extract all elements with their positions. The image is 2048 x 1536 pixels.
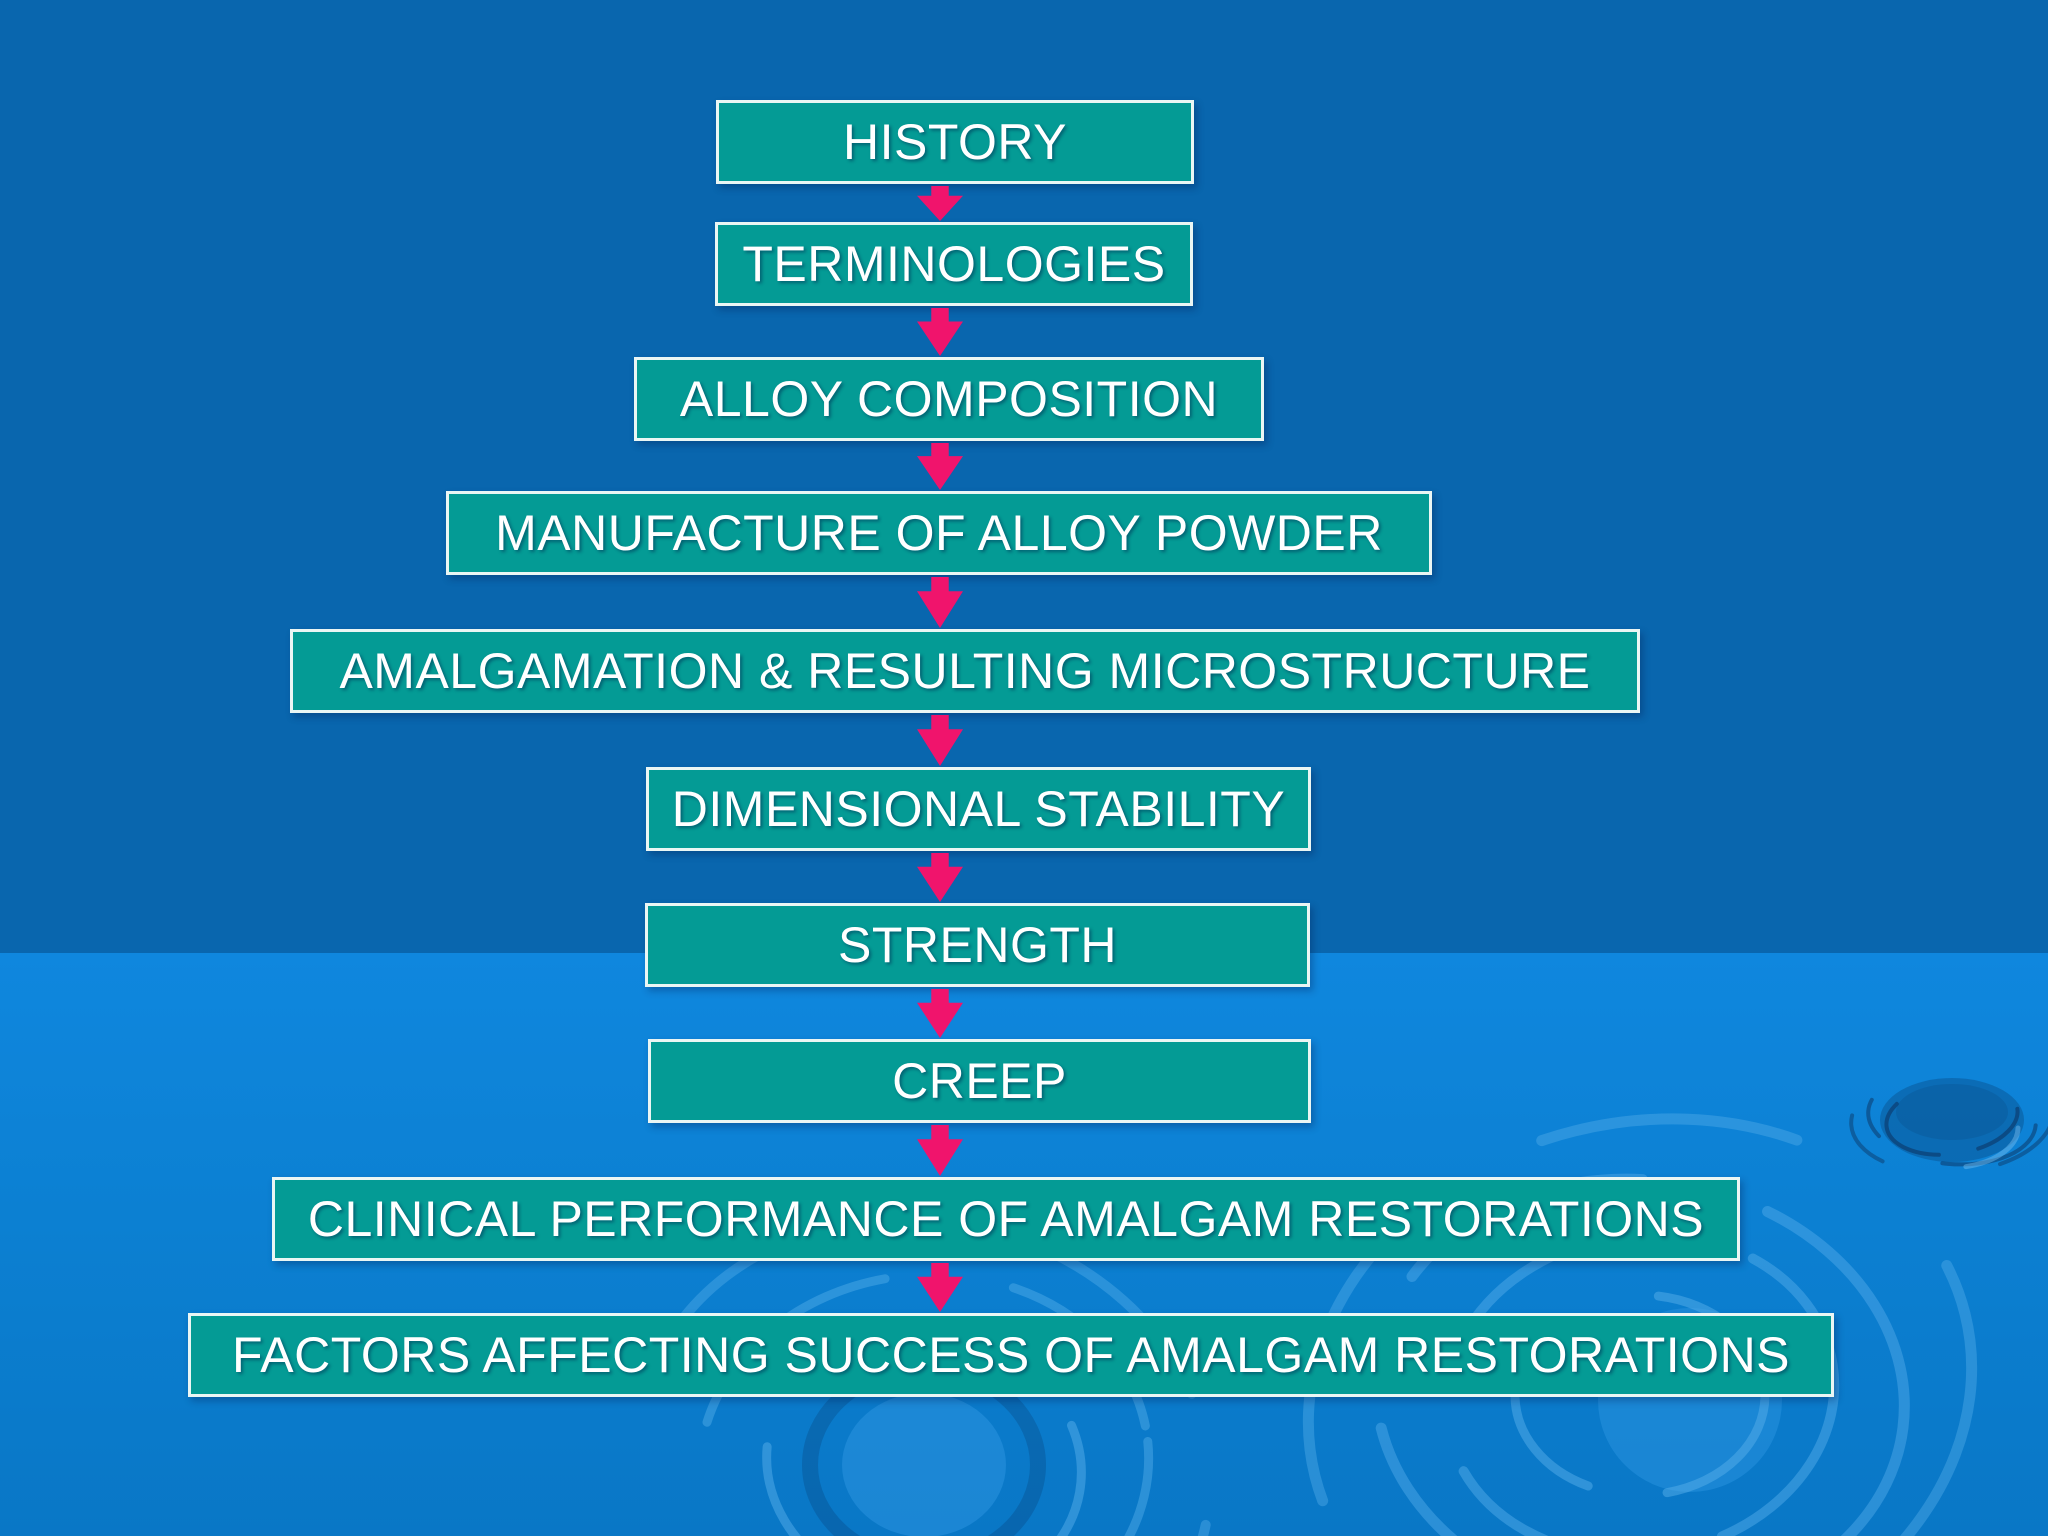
down-arrow-icon xyxy=(917,186,963,221)
flow-step-label: MANUFACTURE OF ALLOY POWDER xyxy=(495,505,1383,561)
flow-step-label: AMALGAMATION & RESULTING MICROSTRUCTURE xyxy=(339,643,1591,699)
flow-step-creep: CREEP xyxy=(648,1039,1311,1123)
flow-step-history: HISTORY xyxy=(716,100,1194,184)
flow-step-manufacture-of-alloy-powder: MANUFACTURE OF ALLOY POWDER xyxy=(446,491,1432,575)
flow-step-label: STRENGTH xyxy=(838,917,1117,973)
flow-step-label: HISTORY xyxy=(843,114,1067,170)
flow-step-strength: STRENGTH xyxy=(645,903,1310,987)
flow-step-dimensional-stability: DIMENSIONAL STABILITY xyxy=(646,767,1311,851)
flow-step-amalgamation-microstructure: AMALGAMATION & RESULTING MICROSTRUCTURE xyxy=(290,629,1640,713)
down-arrow-icon xyxy=(917,715,963,766)
flow-step-factors-affecting-success: FACTORS AFFECTING SUCCESS OF AMALGAM RES… xyxy=(188,1313,1834,1397)
flow-step-alloy-composition: ALLOY COMPOSITION xyxy=(634,357,1264,441)
down-arrow-icon xyxy=(917,443,963,490)
flow-step-clinical-performance: CLINICAL PERFORMANCE OF AMALGAM RESTORAT… xyxy=(272,1177,1740,1261)
flow-step-label: DIMENSIONAL STABILITY xyxy=(671,781,1286,837)
flow-step-label: CREEP xyxy=(892,1053,1067,1109)
flow-step-terminologies: TERMINOLOGIES xyxy=(715,222,1193,306)
flow-step-label: ALLOY COMPOSITION xyxy=(679,371,1219,427)
down-arrow-icon xyxy=(917,853,963,902)
flow-step-label: TERMINOLOGIES xyxy=(742,236,1166,292)
flow-step-label: FACTORS AFFECTING SUCCESS OF AMALGAM RES… xyxy=(231,1327,1791,1383)
down-arrow-icon xyxy=(917,308,963,356)
down-arrow-icon xyxy=(917,577,963,628)
flow-step-label: CLINICAL PERFORMANCE OF AMALGAM RESTORAT… xyxy=(307,1191,1705,1247)
